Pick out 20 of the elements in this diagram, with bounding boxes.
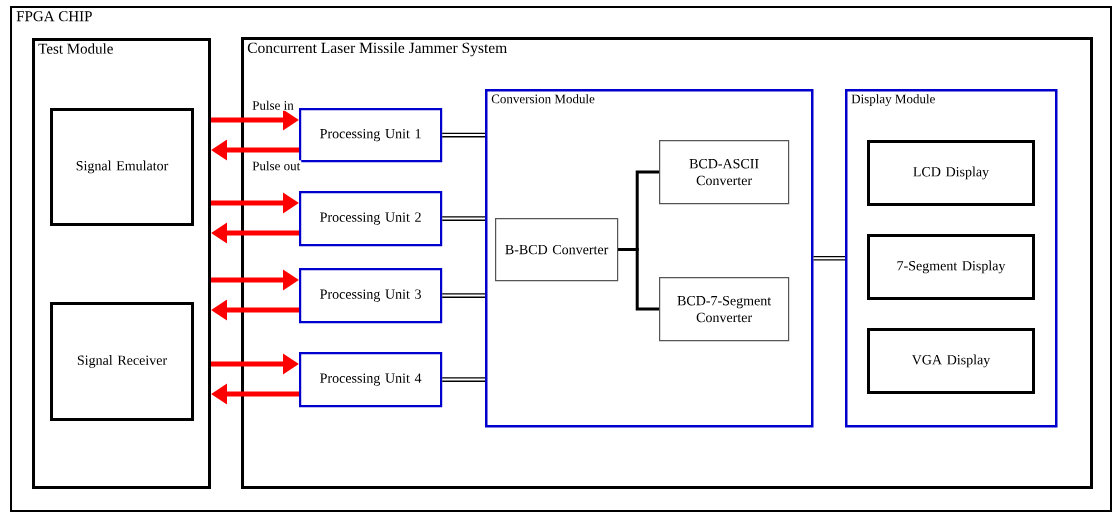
block-box: Processing Unit 3 — [299, 268, 443, 324]
block-box: Processing Unit 4 — [299, 352, 443, 408]
block-box: Processing Unit 2 — [299, 191, 443, 247]
connector-line — [441, 132, 486, 138]
connector-line — [441, 216, 486, 221]
block-box: LCD Display — [867, 140, 1035, 206]
block-box: Signal Emulator — [50, 108, 194, 226]
connector-line — [441, 377, 486, 382]
block-box: BCD-ASCII Converter — [659, 140, 790, 205]
connector-line — [812, 255, 846, 261]
edge-label: Pulse out — [251, 160, 302, 172]
block-box: 7-Segment Display — [867, 234, 1035, 300]
block-box: VGA Display — [867, 328, 1035, 394]
connector-line — [441, 293, 486, 298]
block-box: B-BCD Converter — [495, 218, 619, 282]
edge-label: Pulse in — [251, 99, 295, 111]
block-box: BCD-7-Segment Converter — [659, 277, 790, 342]
block-box: Signal Receiver — [50, 302, 194, 421]
connector-line — [618, 248, 659, 311]
block-box: Processing Unit 1 — [299, 108, 443, 163]
